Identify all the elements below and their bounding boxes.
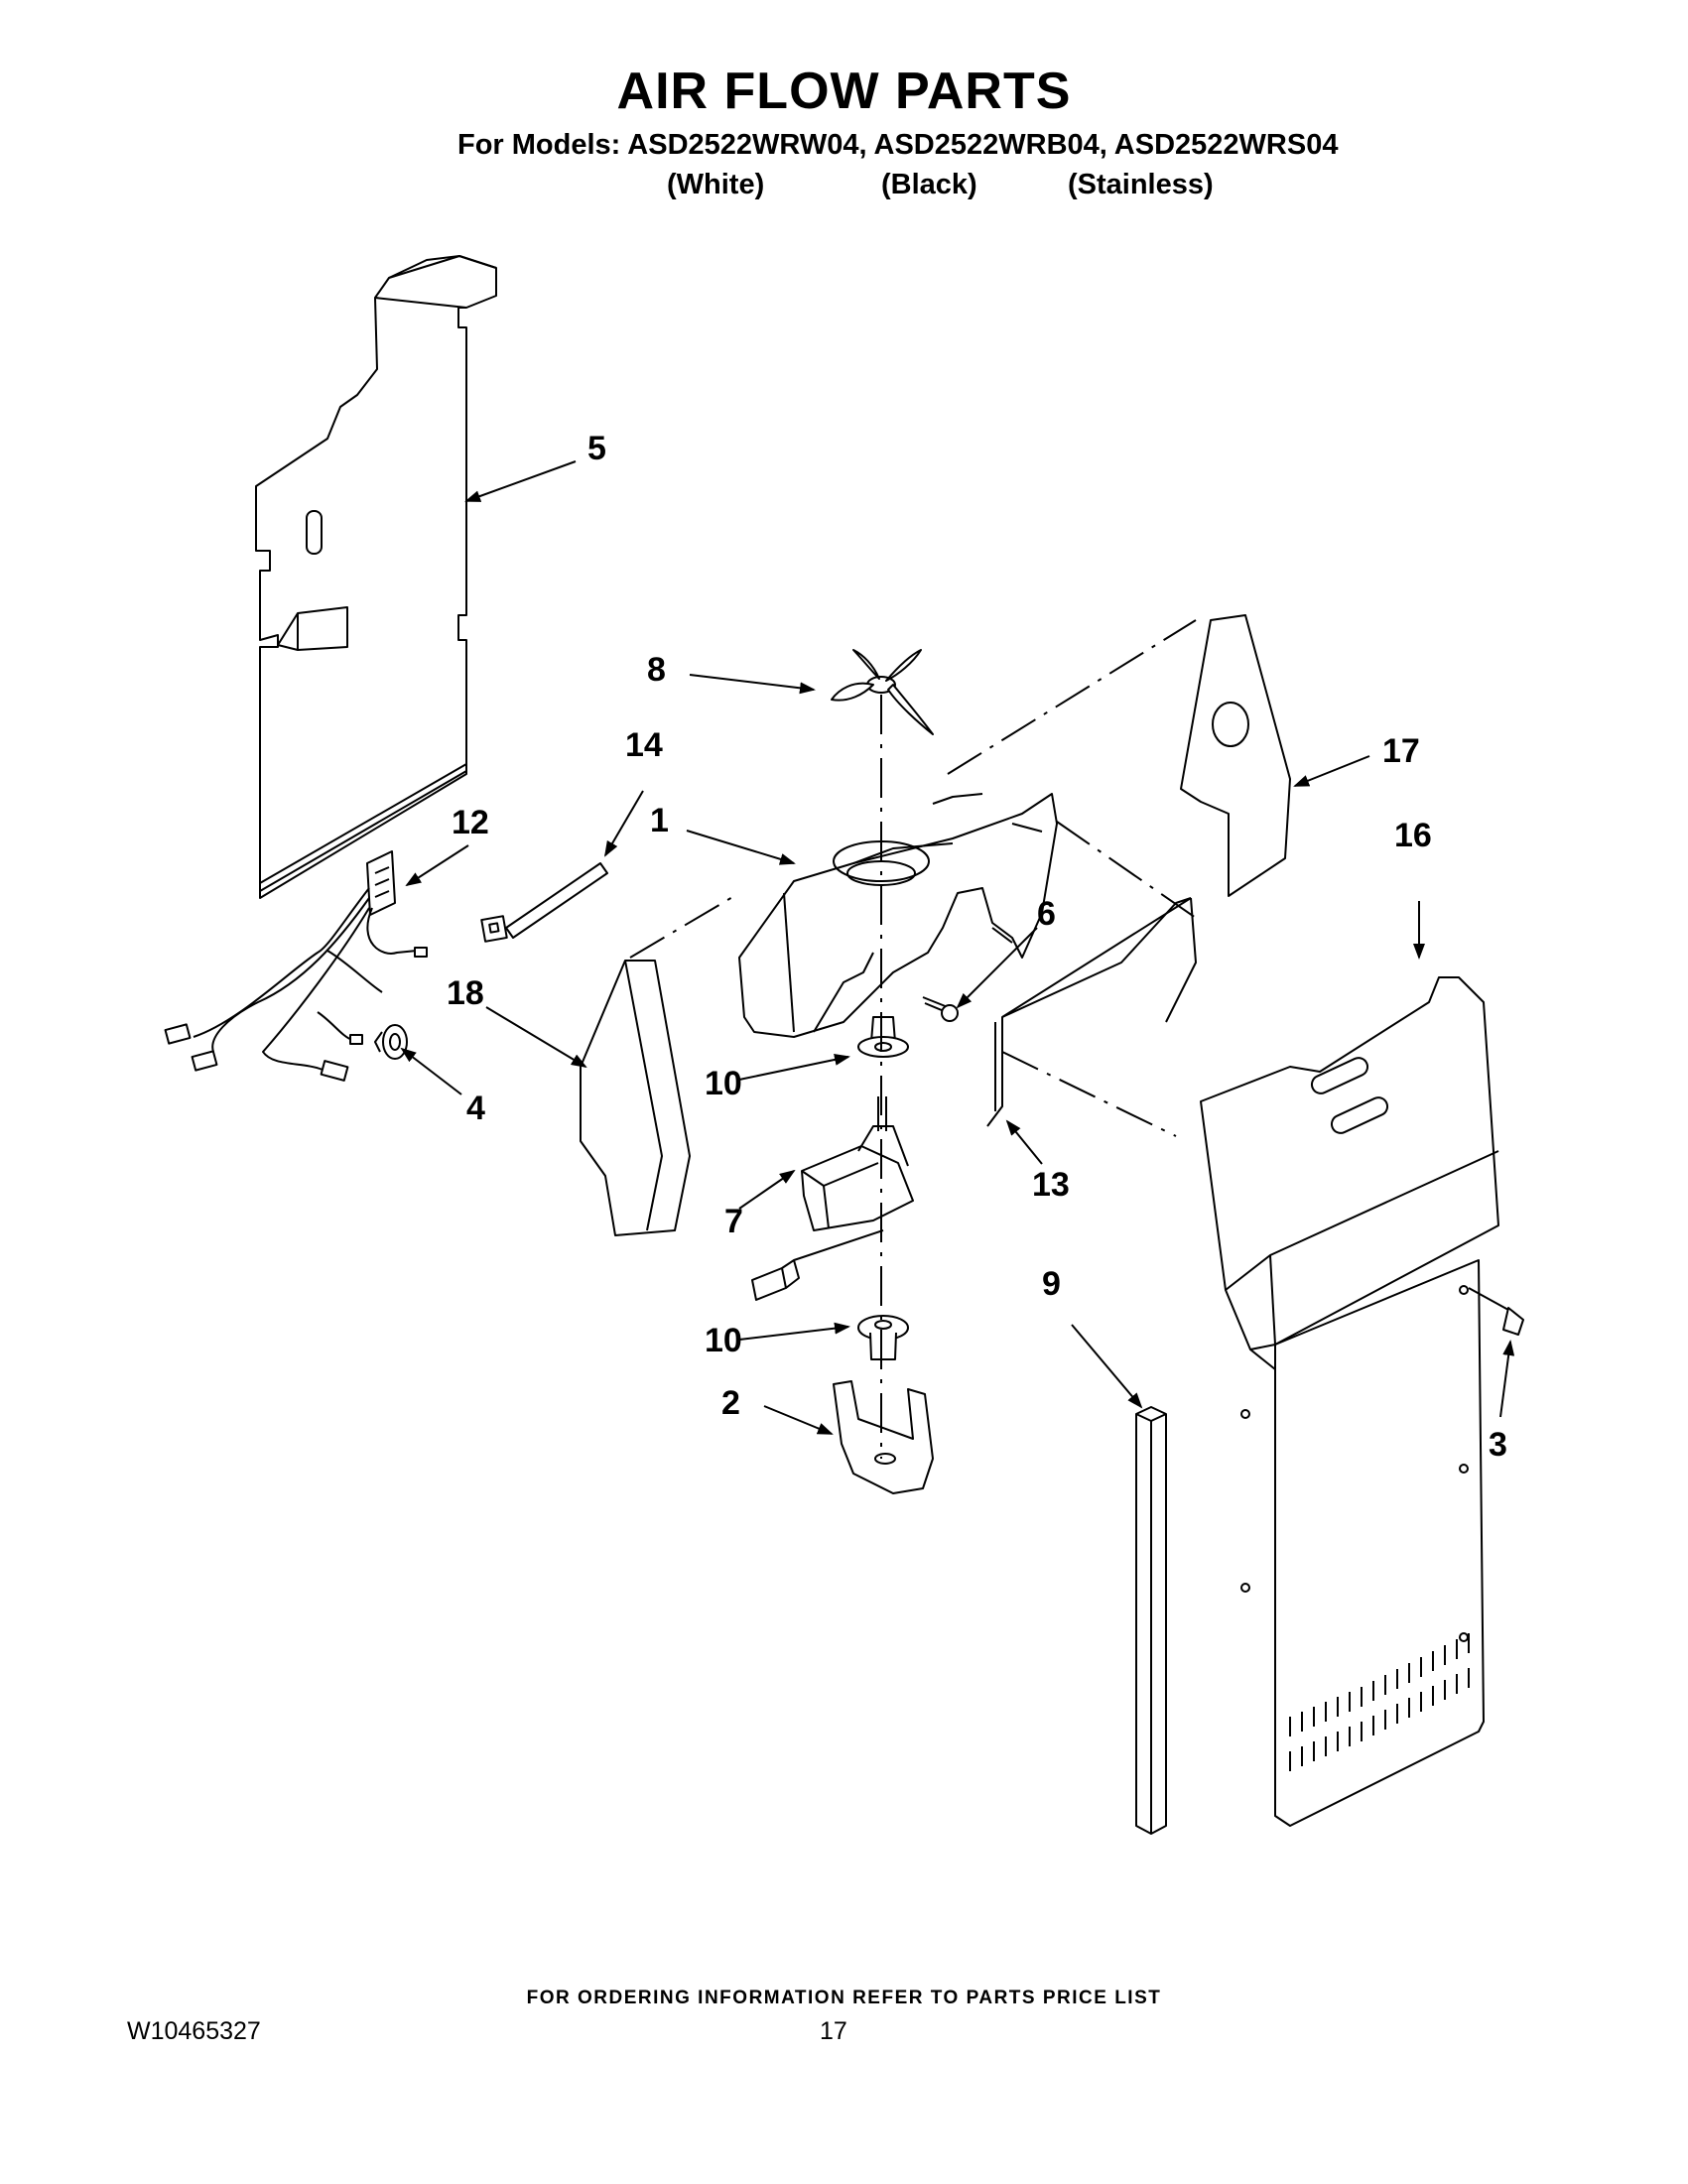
callout-1: 1 [650,802,669,839]
callout-2: 2 [721,1384,740,1422]
callout-6: 6 [1037,895,1056,933]
callout-18: 18 [447,974,484,1012]
callout-13: 13 [1032,1166,1070,1204]
assembly-lines [629,619,1197,1459]
part-8-fan-blade [831,649,934,735]
variant-white: (White) [667,169,765,200]
callout-10-upper: 10 [705,1065,742,1102]
part-1-fan-housing [738,793,1058,1038]
callout-17: 17 [1382,732,1420,770]
part-9-foam-strip [1135,1406,1167,1835]
part-2-motor-bracket [833,1380,934,1494]
callout-16: 16 [1394,817,1432,854]
callout-3: 3 [1489,1426,1507,1464]
part-4-grommet [374,1024,408,1060]
part-10-grommet-lower [857,1315,909,1360]
page-title: AIR FLOW PARTS [616,63,1072,120]
part-18-baffle [580,960,691,1236]
part-16-grille [1200,976,1499,1827]
callout-8: 8 [647,651,666,689]
callout-12: 12 [452,804,489,841]
callout-arrows [400,460,1515,1435]
part-7-fan-motor [751,1096,914,1301]
variant-black: (Black) [881,169,977,200]
document-number: W10465327 [127,2017,261,2045]
part-14-cable-tie [480,862,608,943]
part-13-wire-bracket [986,897,1197,1127]
part-10-grommet-upper [857,1016,909,1058]
models-line: For Models: ASD2522WRW04, ASD2522WRB04, … [457,129,1339,161]
callout-7: 7 [724,1203,743,1240]
callout-9: 9 [1042,1265,1061,1303]
part-12-wire-harness [164,850,428,1082]
page-number: 17 [820,2017,847,2045]
variant-stainless: (Stainless) [1068,169,1214,200]
callout-14: 14 [625,726,663,764]
ordering-note: FOR ORDERING INFORMATION REFER TO PARTS … [526,1988,1162,2008]
callout-4: 4 [466,1090,485,1127]
part-6-screw [922,996,959,1022]
part-5-air-duct [255,255,497,899]
part-3-screw [1468,1287,1524,1336]
callout-10-lower: 10 [705,1322,742,1359]
callout-labels: 5 8 14 1 17 16 12 6 18 4 10 13 7 9 10 2 … [447,430,1507,1464]
part-17-baffle [1180,614,1291,897]
callout-5: 5 [587,430,606,467]
